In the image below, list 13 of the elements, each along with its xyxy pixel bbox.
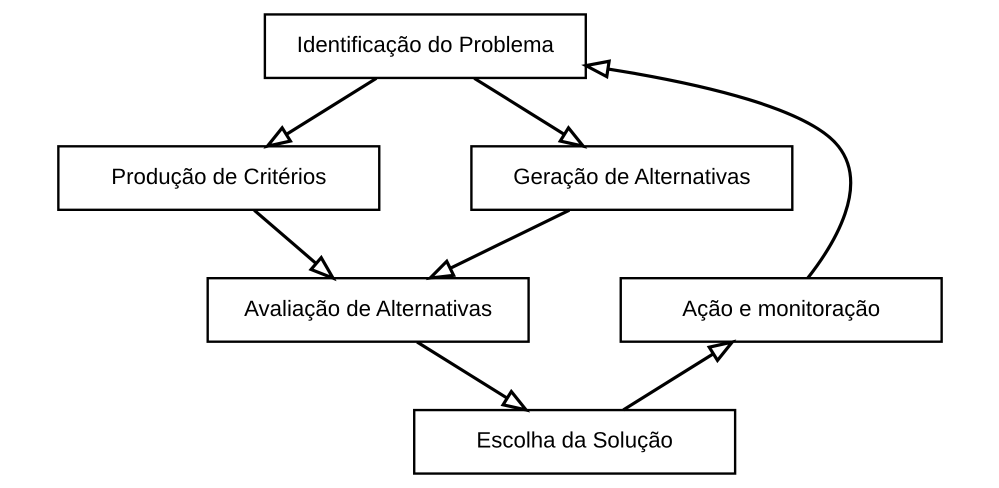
node-box: Identificação do Problema: [263, 13, 586, 80]
node-box: Escolha da Solução: [412, 408, 736, 475]
arrow: [580, 59, 852, 279]
node-box: Geração de Alternativas: [470, 145, 793, 212]
arrow: [252, 208, 336, 282]
arrow: [472, 76, 587, 149]
arrow: [425, 208, 570, 280]
node-box: Produção de Critérios: [56, 145, 380, 212]
node-box: Avaliação de Alternativas: [206, 276, 530, 343]
arrow: [622, 339, 736, 412]
arrow: [262, 76, 377, 149]
arrow: [416, 340, 530, 412]
node-box: Ação e monitoração: [619, 276, 942, 343]
